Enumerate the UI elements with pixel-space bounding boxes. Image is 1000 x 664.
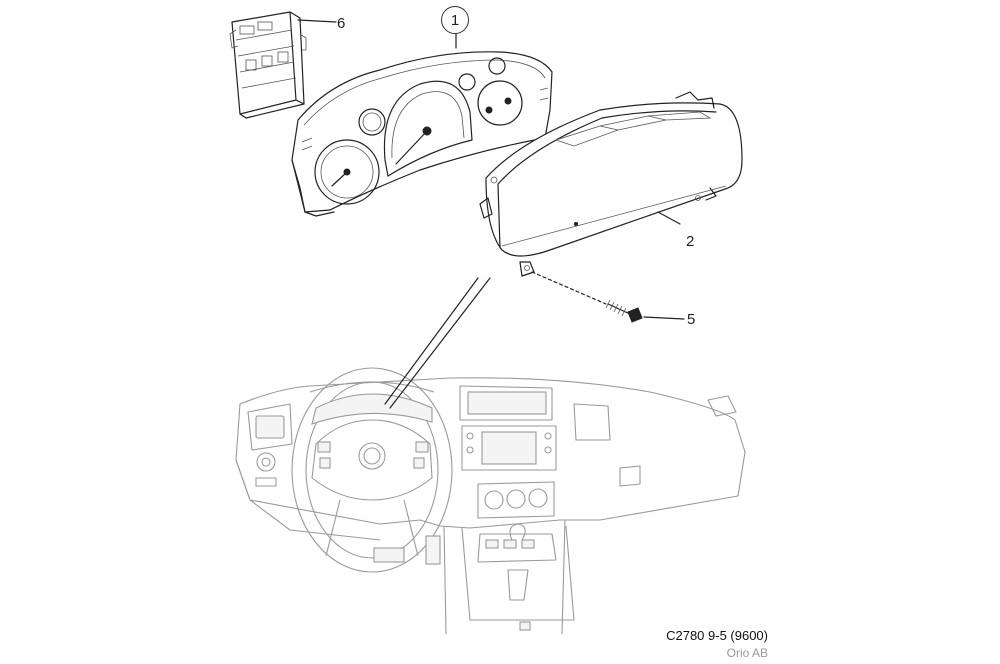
- credit-text: Orio AB: [726, 646, 768, 660]
- callout-5: 5: [687, 311, 696, 328]
- control-module-part-6: [229, 11, 337, 119]
- callout-1-label: 1: [450, 11, 460, 29]
- callout-6: 6: [337, 15, 346, 32]
- screw-part-5: [531, 271, 685, 323]
- instrument-cluster-part-1: [291, 31, 553, 217]
- callout-1: 1: [441, 6, 469, 34]
- leader-lines: [384, 277, 491, 409]
- dashboard-overview: [235, 367, 746, 635]
- callout-2: 2: [686, 233, 695, 250]
- drawing-code: C2780 9-5 (9600): [666, 628, 768, 643]
- cluster-housing-part-2: [479, 91, 743, 277]
